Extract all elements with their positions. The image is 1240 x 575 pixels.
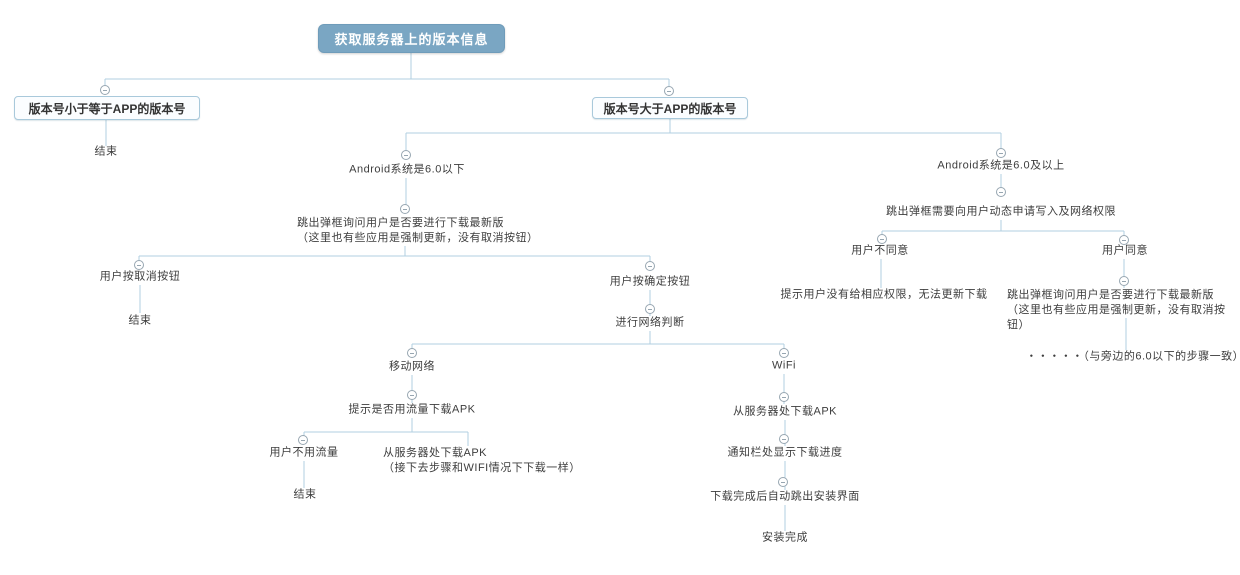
- node-version-less-equal[interactable]: 版本号小于等于APP的版本号: [14, 96, 200, 120]
- collapse-icon[interactable]: [407, 348, 417, 358]
- collapse-icon[interactable]: [100, 85, 110, 95]
- node-auto-install-screen[interactable]: 下载完成后自动跳出安装界面: [710, 490, 860, 503]
- node-popup-download-below6[interactable]: 跳出弹框询问用户是否要进行下载最新版 （这里也有些应用是强制更新，没有取消按钮）: [297, 217, 539, 244]
- collapse-icon[interactable]: [996, 148, 1006, 158]
- node-user-agree[interactable]: 用户同意: [1102, 244, 1148, 257]
- collapse-icon[interactable]: [645, 261, 655, 271]
- node-data-usage-prompt[interactable]: 提示是否用流量下载APK: [348, 403, 476, 416]
- collapse-icon[interactable]: [134, 260, 144, 270]
- node-request-permissions[interactable]: 跳出弹框需要向用户动态申请写入及网络权限: [886, 205, 1116, 218]
- collapse-icon[interactable]: [779, 434, 789, 444]
- collapse-icon[interactable]: [779, 348, 789, 358]
- node-install-done[interactable]: 安装完成: [762, 531, 808, 544]
- collapse-icon[interactable]: [1119, 276, 1129, 286]
- node-end-version-le[interactable]: 结束: [94, 145, 118, 158]
- node-end-no-data[interactable]: 结束: [293, 488, 317, 501]
- collapse-icon[interactable]: [407, 390, 417, 400]
- node-download-apk-mobile[interactable]: 从服务器处下载APK （接下去步骤和WIFI情况下下载一样）: [383, 447, 581, 474]
- node-user-confirm[interactable]: 用户按确定按钮: [609, 275, 691, 288]
- node-user-no-data[interactable]: 用户不用流量: [269, 446, 339, 459]
- collapse-icon[interactable]: [664, 86, 674, 96]
- collapse-icon[interactable]: [996, 187, 1006, 197]
- collapse-icon[interactable]: [298, 435, 308, 445]
- node-download-apk-wifi[interactable]: 从服务器处下载APK: [732, 405, 838, 418]
- collapse-icon[interactable]: [401, 150, 411, 160]
- collapse-icon[interactable]: [1119, 235, 1129, 245]
- node-user-cancel[interactable]: 用户按取消按钮: [99, 270, 181, 283]
- node-no-permission-msg[interactable]: 提示用户没有给相应权限，无法更新下载: [780, 288, 988, 301]
- collapse-icon[interactable]: [779, 392, 789, 402]
- node-notification-progress[interactable]: 通知栏处显示下载进度: [727, 446, 843, 459]
- node-same-steps-note[interactable]: ・・・・・（与旁边的6.0以下的步骤一致）: [1025, 350, 1240, 363]
- node-user-disagree[interactable]: 用户不同意: [851, 244, 909, 257]
- collapse-icon[interactable]: [877, 234, 887, 244]
- node-root[interactable]: 获取服务器上的版本信息: [318, 24, 505, 53]
- node-wifi[interactable]: WiFi: [772, 359, 796, 372]
- node-end-cancel[interactable]: 结束: [128, 314, 152, 327]
- node-network-check[interactable]: 进行网络判断: [615, 316, 685, 329]
- node-popup-download-6plus[interactable]: 跳出弹框询问用户是否要进行下载最新版 （这里也有些应用是强制更新，没有取消按钮）: [1007, 289, 1226, 331]
- node-version-greater[interactable]: 版本号大于APP的版本号: [592, 97, 748, 119]
- node-android-below-6[interactable]: Android系统是6.0以下: [349, 163, 465, 176]
- node-mobile-network[interactable]: 移动网络: [389, 360, 435, 373]
- collapse-icon[interactable]: [778, 477, 788, 487]
- collapse-icon[interactable]: [645, 304, 655, 314]
- collapse-icon[interactable]: [400, 204, 410, 214]
- node-android-6-plus[interactable]: Android系统是6.0及以上: [937, 159, 1065, 172]
